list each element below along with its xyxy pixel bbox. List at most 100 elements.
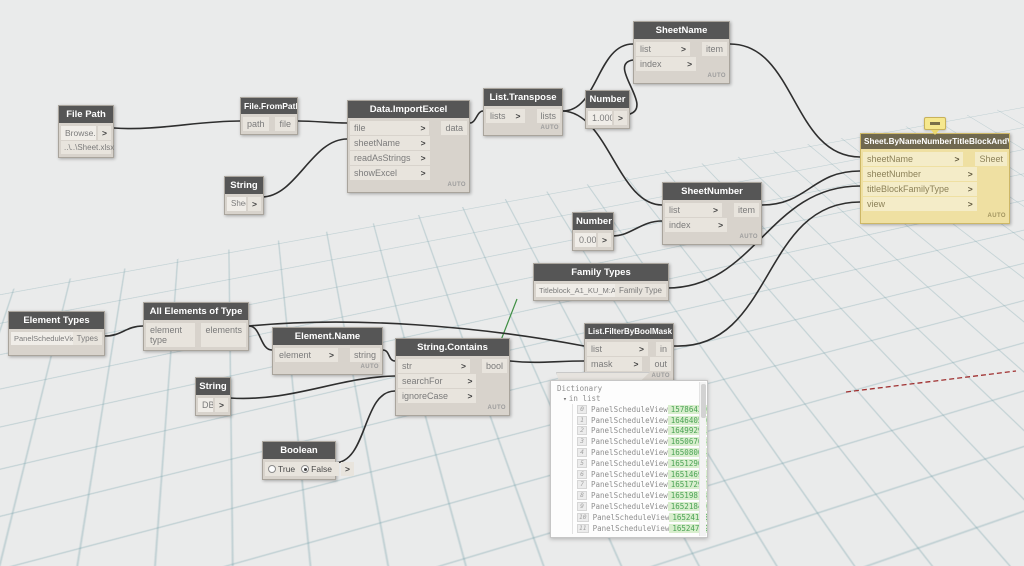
number-input[interactable]: 1.000 — [588, 111, 613, 125]
node-string-contains[interactable]: String.Contains str > bool searchFor > i… — [395, 338, 510, 416]
output-port-item[interactable]: item — [701, 42, 727, 56]
output-port-string[interactable]: string — [349, 348, 380, 362]
lacing-indicator[interactable]: AUTO — [360, 364, 379, 370]
browse-button[interactable]: Browse... — [61, 126, 97, 140]
node-all-elements-of-type[interactable]: All Elements of Type element type elemen… — [143, 302, 249, 351]
node-sheetname[interactable]: SheetName list > item index > AUTO — [633, 21, 730, 84]
wire[interactable] — [509, 360, 585, 364]
output-port[interactable]: > — [248, 197, 261, 211]
output-port-in[interactable]: in — [655, 342, 671, 356]
string-input[interactable]: DB — [198, 398, 214, 412]
input-port-searchfor[interactable]: searchFor > — [398, 374, 477, 388]
boolean-radio-group[interactable]: True False — [265, 462, 339, 476]
input-port-titleblockfamilytype[interactable]: titleBlockFamilyType > — [863, 182, 977, 196]
input-port-ignorecase[interactable]: ignoreCase > — [398, 389, 477, 403]
node-string-db[interactable]: String DB > — [195, 377, 231, 416]
wire[interactable] — [113, 120, 241, 130]
wire[interactable] — [673, 201, 861, 347]
output-port-sheet[interactable]: Sheet — [975, 152, 1007, 166]
node-sheet-bynamenumbertitleblockandview[interactable]: Sheet.ByNameNumberTitleBlockAndView shee… — [860, 133, 1010, 224]
node-sheetnumber[interactable]: SheetNumber list > item index > AUTO — [662, 182, 762, 245]
output-port[interactable]: > — [614, 111, 627, 125]
wire[interactable] — [562, 43, 634, 112]
wire[interactable] — [729, 43, 861, 158]
node-data-importexcel[interactable]: Data.ImportExcel file > data sheetName >… — [347, 100, 470, 193]
string-input[interactable]: Sheet1 — [227, 197, 247, 211]
output-port-item[interactable]: item — [733, 203, 759, 217]
node-number-one[interactable]: Number 1.000 > — [585, 90, 630, 129]
input-port-list[interactable]: list > — [636, 42, 690, 56]
output-port-lists[interactable]: lists — [536, 109, 560, 123]
wire[interactable] — [382, 349, 396, 362]
lacing-indicator[interactable]: AUTO — [540, 125, 559, 131]
preview-scrollbar[interactable] — [699, 382, 706, 536]
node-file-frompath[interactable]: File.FromPath path file — [240, 97, 298, 135]
input-port-path[interactable]: path — [243, 117, 270, 131]
preview-group[interactable]: ▾in list — [551, 393, 707, 404]
element-type-dropdown[interactable]: PanelScheduleView ▾ — [11, 332, 73, 345]
wire[interactable] — [469, 110, 484, 124]
output-port-data[interactable]: data — [441, 121, 467, 135]
wire[interactable] — [761, 170, 861, 206]
number-input[interactable]: 0.000 — [575, 233, 597, 247]
input-port-sheetname[interactable]: sheetName > — [863, 152, 964, 166]
output-port-family-type[interactable]: Family Type — [615, 284, 666, 297]
wire[interactable] — [248, 325, 273, 351]
input-port-element-type[interactable]: element type — [146, 323, 196, 347]
input-port-lists[interactable]: lists > — [486, 109, 525, 123]
wire[interactable] — [333, 390, 396, 464]
input-port-list[interactable]: list > — [665, 203, 722, 217]
wire[interactable] — [248, 321, 585, 347]
output-port[interactable]: > — [98, 126, 111, 140]
wire[interactable] — [261, 138, 348, 198]
family-type-dropdown[interactable]: Titleblock_A1_KU_M:A1 ▾ — [536, 284, 616, 297]
input-port-list[interactable]: list > — [587, 342, 648, 356]
input-port-readasstrings[interactable]: readAsStrings > — [350, 151, 430, 165]
output-port-file[interactable]: file — [275, 117, 295, 131]
node-family-types[interactable]: Family Types Titleblock_A1_KU_M:A1 ▾ Fam… — [533, 263, 669, 301]
wire[interactable] — [104, 325, 144, 337]
output-port[interactable]: > — [340, 462, 354, 476]
input-port-sheetname[interactable]: sheetName > — [350, 136, 430, 150]
input-port-index[interactable]: index > — [636, 57, 697, 71]
node-list-transpose[interactable]: List.Transpose lists > lists AUTO — [483, 88, 563, 136]
radio-true[interactable] — [268, 465, 276, 473]
node-string-sheet1[interactable]: String Sheet1 > — [224, 176, 264, 215]
lacing-indicator[interactable]: AUTO — [487, 405, 506, 411]
input-port-mask[interactable]: mask > — [587, 357, 643, 371]
lacing-indicator[interactable]: AUTO — [651, 373, 670, 379]
wire[interactable] — [666, 185, 861, 289]
output-port-bool[interactable]: bool — [481, 359, 507, 373]
node-element-types[interactable]: Element Types PanelScheduleView ▾ Types — [8, 311, 105, 356]
input-port-index[interactable]: index > — [665, 218, 728, 232]
output-port-elements[interactable]: elements — [201, 323, 246, 347]
scrollbar-thumb[interactable] — [701, 384, 706, 418]
lacing-indicator[interactable]: AUTO — [707, 73, 726, 79]
node-file-path[interactable]: File Path Browse... > ..\..\Sheet.xlsx — [58, 105, 114, 158]
wire[interactable] — [297, 120, 348, 124]
node-boolean[interactable]: Boolean True False > — [262, 441, 354, 480]
input-port-str[interactable]: str > — [398, 359, 470, 373]
input-port-sheetnumber[interactable]: sheetNumber > — [863, 167, 977, 181]
output-port-out[interactable]: out — [650, 357, 671, 371]
output-port[interactable]: > — [215, 398, 228, 412]
node-number-zero[interactable]: Number 0.000 > — [572, 212, 614, 251]
input-port-element[interactable]: element > — [275, 348, 338, 362]
node-element-name[interactable]: Element.Name element > string AUTO — [272, 327, 383, 375]
radio-false[interactable] — [301, 465, 310, 473]
input-port-showexcel[interactable]: showExcel > — [350, 166, 430, 180]
input-port-view[interactable]: view > — [863, 197, 977, 211]
wire[interactable] — [229, 375, 396, 400]
output-port-types[interactable]: Types — [72, 332, 102, 345]
output-port[interactable]: > — [598, 233, 611, 247]
lacing-indicator[interactable]: AUTO — [987, 213, 1006, 219]
lacing-indicator[interactable]: AUTO — [447, 182, 466, 188]
note-icon[interactable] — [924, 117, 946, 130]
lacing-indicator[interactable]: AUTO — [739, 234, 758, 240]
wire[interactable] — [611, 220, 663, 237]
input-port-file[interactable]: file > — [350, 121, 430, 135]
wire[interactable] — [562, 110, 663, 206]
wire[interactable] — [623, 59, 638, 115]
